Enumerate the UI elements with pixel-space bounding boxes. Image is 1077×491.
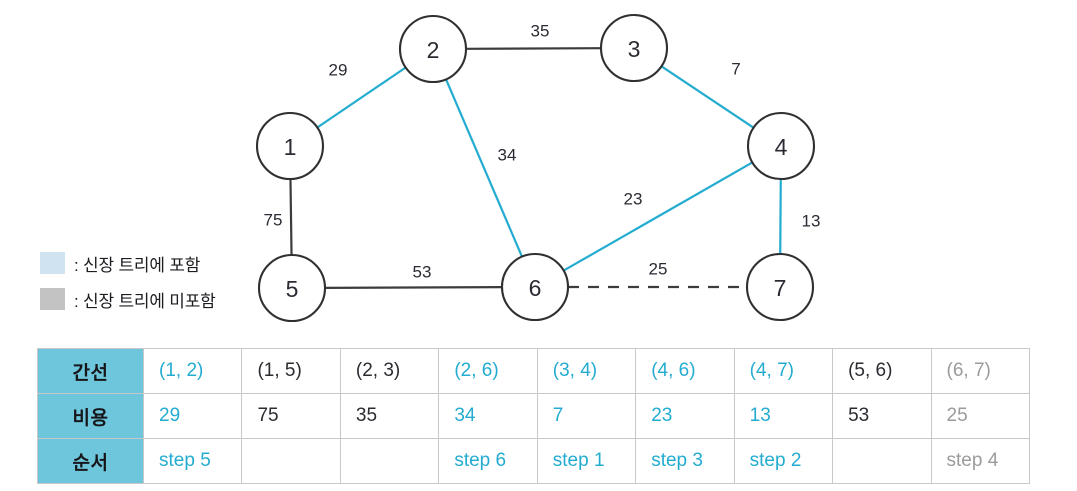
cell-order-2	[241, 438, 341, 484]
graph-node-label-4: 4	[775, 134, 788, 160]
cell-edge-1: (1, 2)	[142, 348, 243, 394]
graph-node-label-3: 3	[628, 36, 641, 62]
cell-order-3	[339, 438, 440, 484]
cell-cost-3: 35	[339, 393, 440, 439]
cell-edge-9: (6, 7)	[930, 348, 1030, 394]
edges-group	[289, 47, 782, 289]
graph-edge-1-5	[289, 178, 293, 256]
legend-item-included: : 신장 트리에 포함	[40, 248, 270, 278]
graph-edge-5-6	[324, 286, 503, 289]
row-header-order: 순서	[37, 438, 144, 484]
cell-cost-6: 23	[635, 393, 735, 439]
row-header-cost: 비용	[37, 393, 144, 439]
legend-swatch-included-icon	[40, 252, 65, 274]
edge-weight-2-6: 34	[498, 146, 517, 165]
graph-node-3	[599, 13, 669, 83]
graph-edge-4-7	[779, 178, 782, 255]
graph-node-1	[255, 111, 325, 181]
row-header-edge: 간선	[37, 348, 144, 394]
cell-edge-7: (4, 7)	[733, 348, 834, 394]
graph-node-label-1: 1	[284, 134, 297, 160]
cell-edge-2: (1, 5)	[241, 348, 341, 394]
cell-cost-5: 7	[536, 393, 637, 439]
cell-order-1: step 5	[142, 438, 243, 484]
cell-cost-1: 29	[142, 393, 243, 439]
legend: : 신장 트리에 포함 : 신장 트리에 미포함	[40, 248, 270, 320]
cell-order-9: step 4	[930, 438, 1030, 484]
table-row-edge: 간선 (1, 2)(1, 5)(2, 3)(2, 6)(3, 4)(4, 6)(…	[37, 348, 1030, 394]
cell-cost-7: 13	[733, 393, 834, 439]
cell-edge-8: (5, 6)	[832, 348, 932, 394]
edge-weight-3-4: 7	[731, 60, 740, 79]
graph-node-7	[745, 252, 815, 322]
edge-weight-1-2: 29	[329, 61, 348, 80]
cell-order-7: step 2	[733, 438, 834, 484]
legend-label-included: : 신장 트리에 포함	[74, 255, 201, 275]
graph-node-label-7: 7	[774, 275, 787, 301]
graph-node-label-2: 2	[427, 37, 440, 63]
edge-weight-2-3: 35	[531, 22, 550, 41]
cell-order-6: step 3	[635, 438, 735, 484]
graph-edge-2-3	[465, 47, 602, 50]
graph-node-label-5: 5	[286, 276, 299, 302]
legend-item-not-included: : 신장 트리에 미포함	[40, 284, 270, 314]
legend-label-not-included: : 신장 트리에 미포함	[74, 291, 216, 311]
graph-node-4	[746, 111, 816, 181]
cell-order-4: step 6	[438, 438, 538, 484]
cell-edge-5: (3, 4)	[536, 348, 637, 394]
cell-cost-9: 25	[930, 393, 1030, 439]
cell-edge-3: (2, 3)	[339, 348, 440, 394]
cell-cost-4: 34	[438, 393, 538, 439]
graph-edge-4-6	[563, 161, 753, 272]
graph-edge-2-6	[444, 78, 524, 258]
edge-weight-5-6: 53	[413, 263, 432, 282]
legend-swatch-not-included-icon	[40, 288, 65, 310]
edge-weight-4-6: 23	[624, 190, 643, 209]
cell-cost-8: 53	[832, 393, 932, 439]
cell-order-5: step 1	[536, 438, 637, 484]
graph-node-2	[398, 14, 468, 84]
edge-weight-6-7: 25	[649, 260, 668, 279]
graph-node-label-6: 6	[529, 275, 542, 301]
edge-weight-1-5: 75	[264, 211, 283, 230]
graph-node-5	[257, 253, 327, 323]
cell-cost-2: 75	[241, 393, 341, 439]
cell-order-8	[832, 438, 932, 484]
cell-edge-6: (4, 6)	[635, 348, 735, 394]
cell-edge-4: (2, 6)	[438, 348, 538, 394]
edge-cost-order-table: 간선 (1, 2)(1, 5)(2, 3)(2, 6)(3, 4)(4, 6)(…	[37, 348, 1030, 484]
edge-weight-4-7: 13	[802, 212, 821, 231]
graph-edge-1-2	[316, 66, 407, 129]
graph-edge-3-4	[660, 65, 755, 129]
graph-node-6	[500, 252, 570, 322]
